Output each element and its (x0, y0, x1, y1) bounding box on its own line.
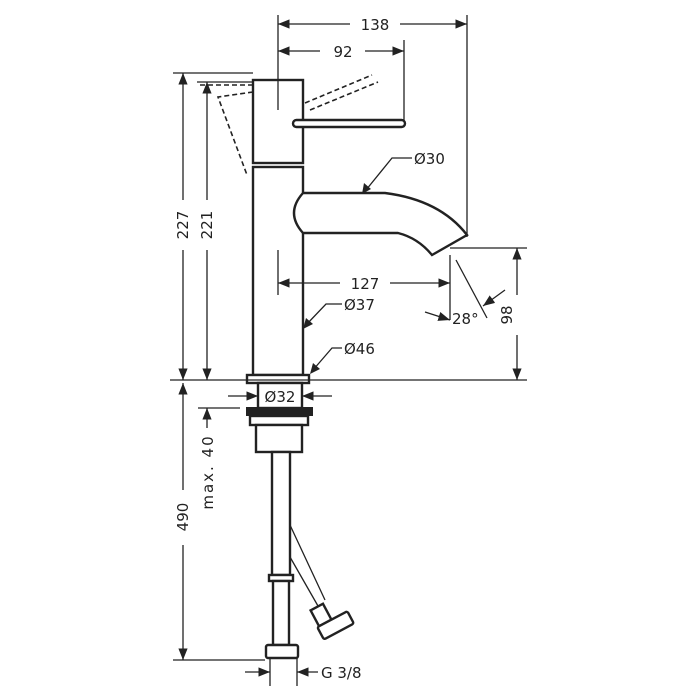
dim-body-diameter: Ø37 (344, 296, 375, 314)
dim-spout-diameter: Ø30 (414, 150, 445, 168)
spout (292, 191, 469, 257)
dim-138: 138 (361, 16, 390, 34)
dim-connection: G 3/8 (321, 664, 362, 682)
hose-connection-nut (308, 602, 355, 641)
supply-pipe (270, 450, 292, 577)
dim-98: 98 (498, 305, 516, 324)
dim-92: 92 (333, 43, 352, 61)
dim-221: 221 (198, 211, 216, 240)
dim-max-40: max. 40 (199, 434, 217, 509)
fixing-ring (248, 414, 310, 427)
dim-490: 490 (174, 503, 192, 532)
dimensions: 138 92 Ø30 227 221 127 Ø37 Ø46 98 28° Ø3… (170, 15, 527, 686)
dim-angle: 28° (452, 310, 479, 328)
pipe-connection-nut (264, 643, 300, 660)
dim-227: 227 (174, 211, 192, 240)
fixing-nut (254, 423, 304, 454)
base-flange (245, 373, 311, 385)
fixing-plate (246, 407, 313, 416)
pipe-fitting (271, 579, 291, 647)
flex-hose (289, 524, 326, 607)
lever (291, 118, 407, 129)
lever-open-position (200, 74, 379, 176)
dim-base-diameter: Ø46 (344, 340, 375, 358)
dim-shank-diameter: Ø32 (265, 388, 296, 406)
dim-127: 127 (351, 275, 380, 293)
